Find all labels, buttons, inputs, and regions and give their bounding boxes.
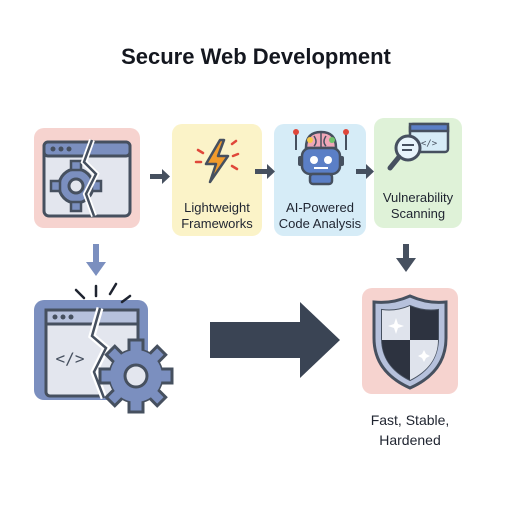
- arrow-down-right: [396, 244, 416, 272]
- svg-text:</>: </>: [421, 139, 438, 149]
- magnifier-code-icon: </>: [387, 122, 450, 171]
- step-label-ai-analysis: AI-Powered Code Analysis: [274, 200, 366, 232]
- arrow-right-1: [150, 169, 170, 184]
- page-title: Secure Web Development: [121, 44, 391, 69]
- step-label-line: Lightweight: [184, 200, 250, 215]
- step-label-frameworks: Lightweight Frameworks: [172, 200, 262, 232]
- shield-icon: [372, 294, 448, 390]
- broken-browser-gear-icon: [42, 138, 132, 218]
- step-label-vulnerability-scanning: Vulnerability Scanning: [374, 190, 462, 222]
- svg-text:</>: </>: [56, 349, 85, 368]
- step-label-line: Scanning: [390, 206, 446, 221]
- broken-code-window-gear-icon: </>: [44, 282, 174, 414]
- lightning-bolt-icon: [194, 138, 240, 184]
- step-label-line: Vulnerability: [382, 190, 454, 205]
- arrow-right-3: [356, 164, 374, 179]
- step-label-line: Frameworks: [181, 216, 253, 231]
- arrow-down-left: [86, 244, 106, 276]
- step-label-line: Code Analysis: [278, 216, 362, 231]
- arrow-right-large: [210, 302, 340, 378]
- result-label-line: Hardened: [379, 432, 441, 448]
- robot-brain-icon: [293, 129, 349, 186]
- arrow-right-2: [255, 164, 275, 179]
- result-label-line: Fast, Stable,: [370, 412, 450, 428]
- result-label: Fast, Stable, Hardened: [340, 410, 480, 450]
- step-label-line: AI-Powered: [286, 200, 354, 215]
